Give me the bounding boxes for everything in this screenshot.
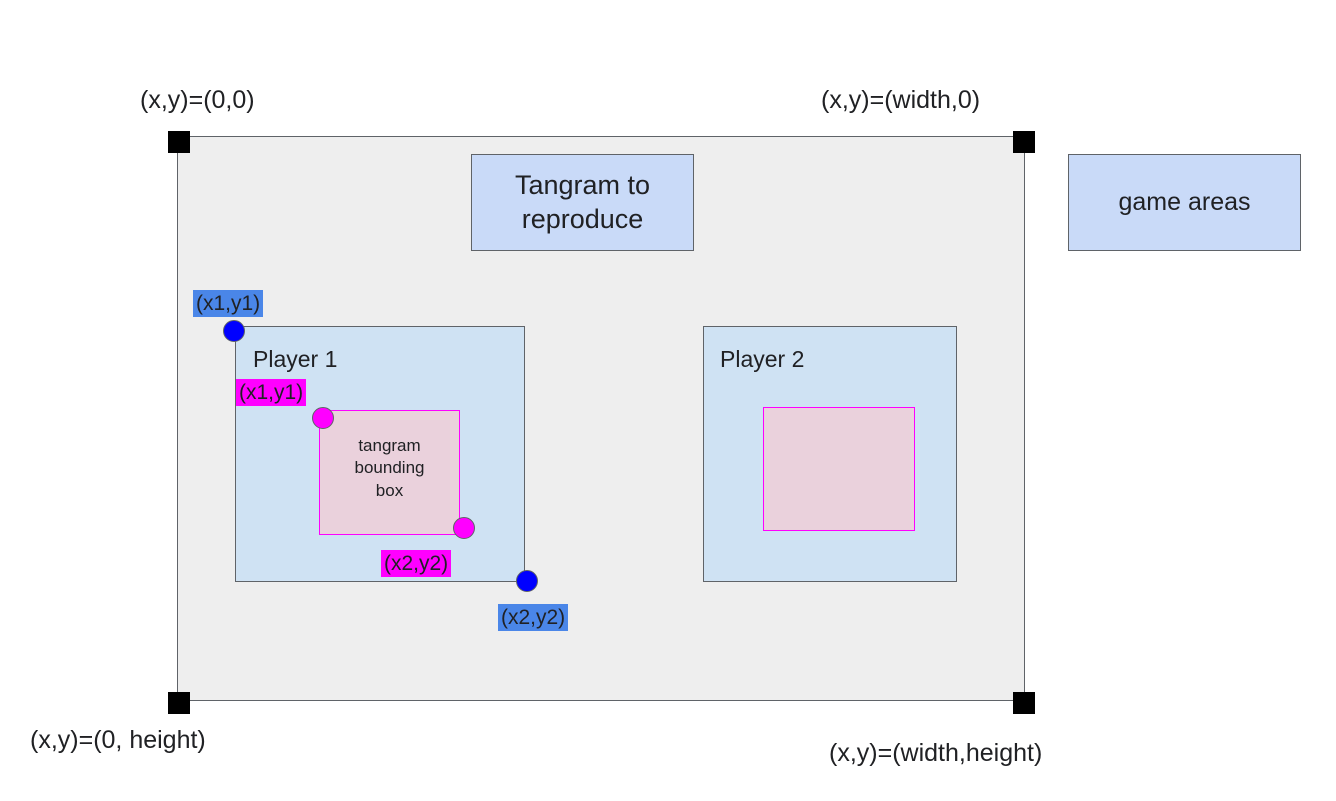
player1-bbox-top-left-dot: [312, 407, 334, 429]
bbox-text-line3: box: [375, 480, 404, 500]
top-right-corner-label: (x,y)=(width,0): [821, 86, 981, 114]
player1-bbox-bottom-right-dot: [453, 517, 475, 539]
player1-title: Player 1: [253, 346, 338, 372]
tangram-box-line1: Tangram to: [514, 169, 651, 200]
player1-area-bottom-right-tag: (x2,y2): [498, 604, 569, 631]
bottom-right-corner-label: (x,y)=(width,height): [829, 739, 1043, 767]
bottom-left-corner-marker: [168, 692, 190, 714]
player1-area-top-left-dot: [223, 320, 245, 342]
game-areas-label: game areas: [1118, 187, 1251, 216]
bbox-text-line2: bounding: [354, 458, 425, 478]
player1-bbox-bottom-right-tag: (x2,y2): [381, 550, 452, 577]
tangram-box-line2: reproduce: [521, 203, 644, 234]
game-areas-legend-box: game areas: [1068, 154, 1301, 251]
player1-bbox-top-left-tag: (x1,y1): [236, 379, 307, 406]
player2-title: Player 2: [720, 346, 805, 372]
player2-tangram-bounding-box: [763, 407, 915, 531]
top-left-corner-marker: [168, 131, 190, 153]
player1-tangram-bounding-box: tangram bounding box: [319, 410, 460, 535]
bbox-text-line1: tangram: [358, 436, 421, 456]
player1-area-top-left-tag: (x1,y1): [193, 290, 264, 317]
tangram-to-reproduce-box: Tangram to reproduce: [471, 154, 694, 251]
top-left-corner-label: (x,y)=(0,0): [140, 86, 255, 114]
player1-area-bottom-right-dot: [516, 570, 538, 592]
bottom-right-corner-marker: [1013, 692, 1035, 714]
bottom-left-corner-label: (x,y)=(0, height): [30, 726, 206, 754]
top-right-corner-marker: [1013, 131, 1035, 153]
